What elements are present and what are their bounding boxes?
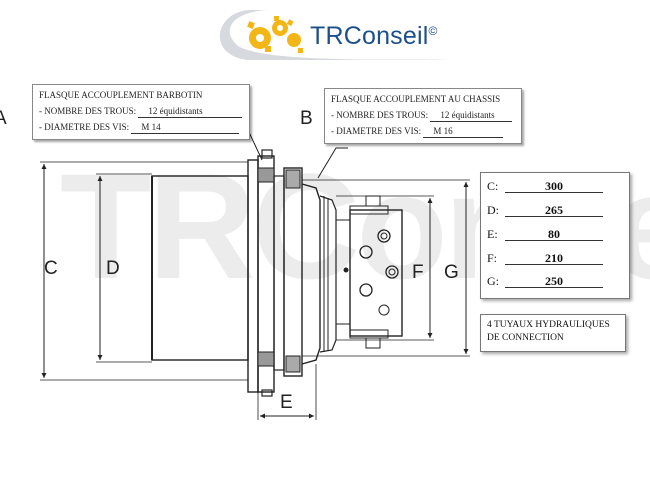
callout-b-holes-value: 12 équidistants (430, 110, 513, 122)
dim-row-g: G:250 (487, 274, 603, 289)
brand-logo (219, 10, 448, 60)
callout-a-holes-value: 12 équidistants (138, 106, 243, 118)
callout-a: FLASQUE ACCOUPLEMENT BARBOTIN - NOMBRE D… (32, 84, 250, 140)
callout-a-holes-label: - NOMBRE DES TROUS: (39, 106, 137, 116)
callout-b-leader (317, 147, 348, 179)
label-g: G (444, 262, 459, 283)
port-4 (359, 283, 373, 297)
dimensions-table: C:300 D:265 E:80 F:210 G:250 (480, 172, 630, 299)
dim-row-c: C:300 (487, 179, 603, 194)
callout-b-title: FLASQUE ACCOUPLEMENT AU CHASSIS (331, 94, 501, 104)
port-3 (385, 265, 399, 279)
chassis-flange (283, 167, 303, 377)
brand-name: TRConseil© (310, 22, 438, 50)
label-e: E (280, 392, 293, 413)
callout-b-screw-value: M 16 (423, 126, 504, 138)
motor-housing (301, 183, 321, 365)
callout-a-title: FLASQUE ACCOUPLEMENT BARBOTIN (39, 90, 203, 100)
center-ring (273, 175, 285, 371)
gear-icon (247, 16, 303, 53)
label-d: D (106, 258, 120, 279)
dim-row-e: E:80 (487, 227, 603, 242)
hydraulic-note: 4 TUYAUX HYDRAULIQUES DE CONNECTION (480, 314, 626, 352)
label-c: C (44, 258, 58, 279)
label-a: A (0, 108, 7, 129)
drum-flange (247, 159, 259, 393)
callout-b-holes-label: - NOMBRE DES TROUS: (331, 110, 429, 120)
label-f: F (412, 262, 424, 283)
callout-a-screw-value: M 14 (131, 122, 240, 134)
callout-b: FLASQUE ACCOUPLEMENT AU CHASSIS - NOMBRE… (324, 88, 522, 144)
callout-b-screw-label: - DIAMETRE DES VIS: (331, 126, 422, 136)
port-2 (359, 245, 373, 259)
callout-a-screw-label: - DIAMETRE DES VIS: (39, 122, 130, 132)
port-1 (377, 229, 391, 243)
label-b: B (300, 108, 313, 129)
hydraulic-block (349, 209, 403, 337)
logo-swoosh (219, 10, 448, 60)
dim-row-f: F:210 (487, 251, 603, 266)
drum-body (151, 175, 249, 361)
dim-row-d: D:265 (487, 203, 603, 218)
